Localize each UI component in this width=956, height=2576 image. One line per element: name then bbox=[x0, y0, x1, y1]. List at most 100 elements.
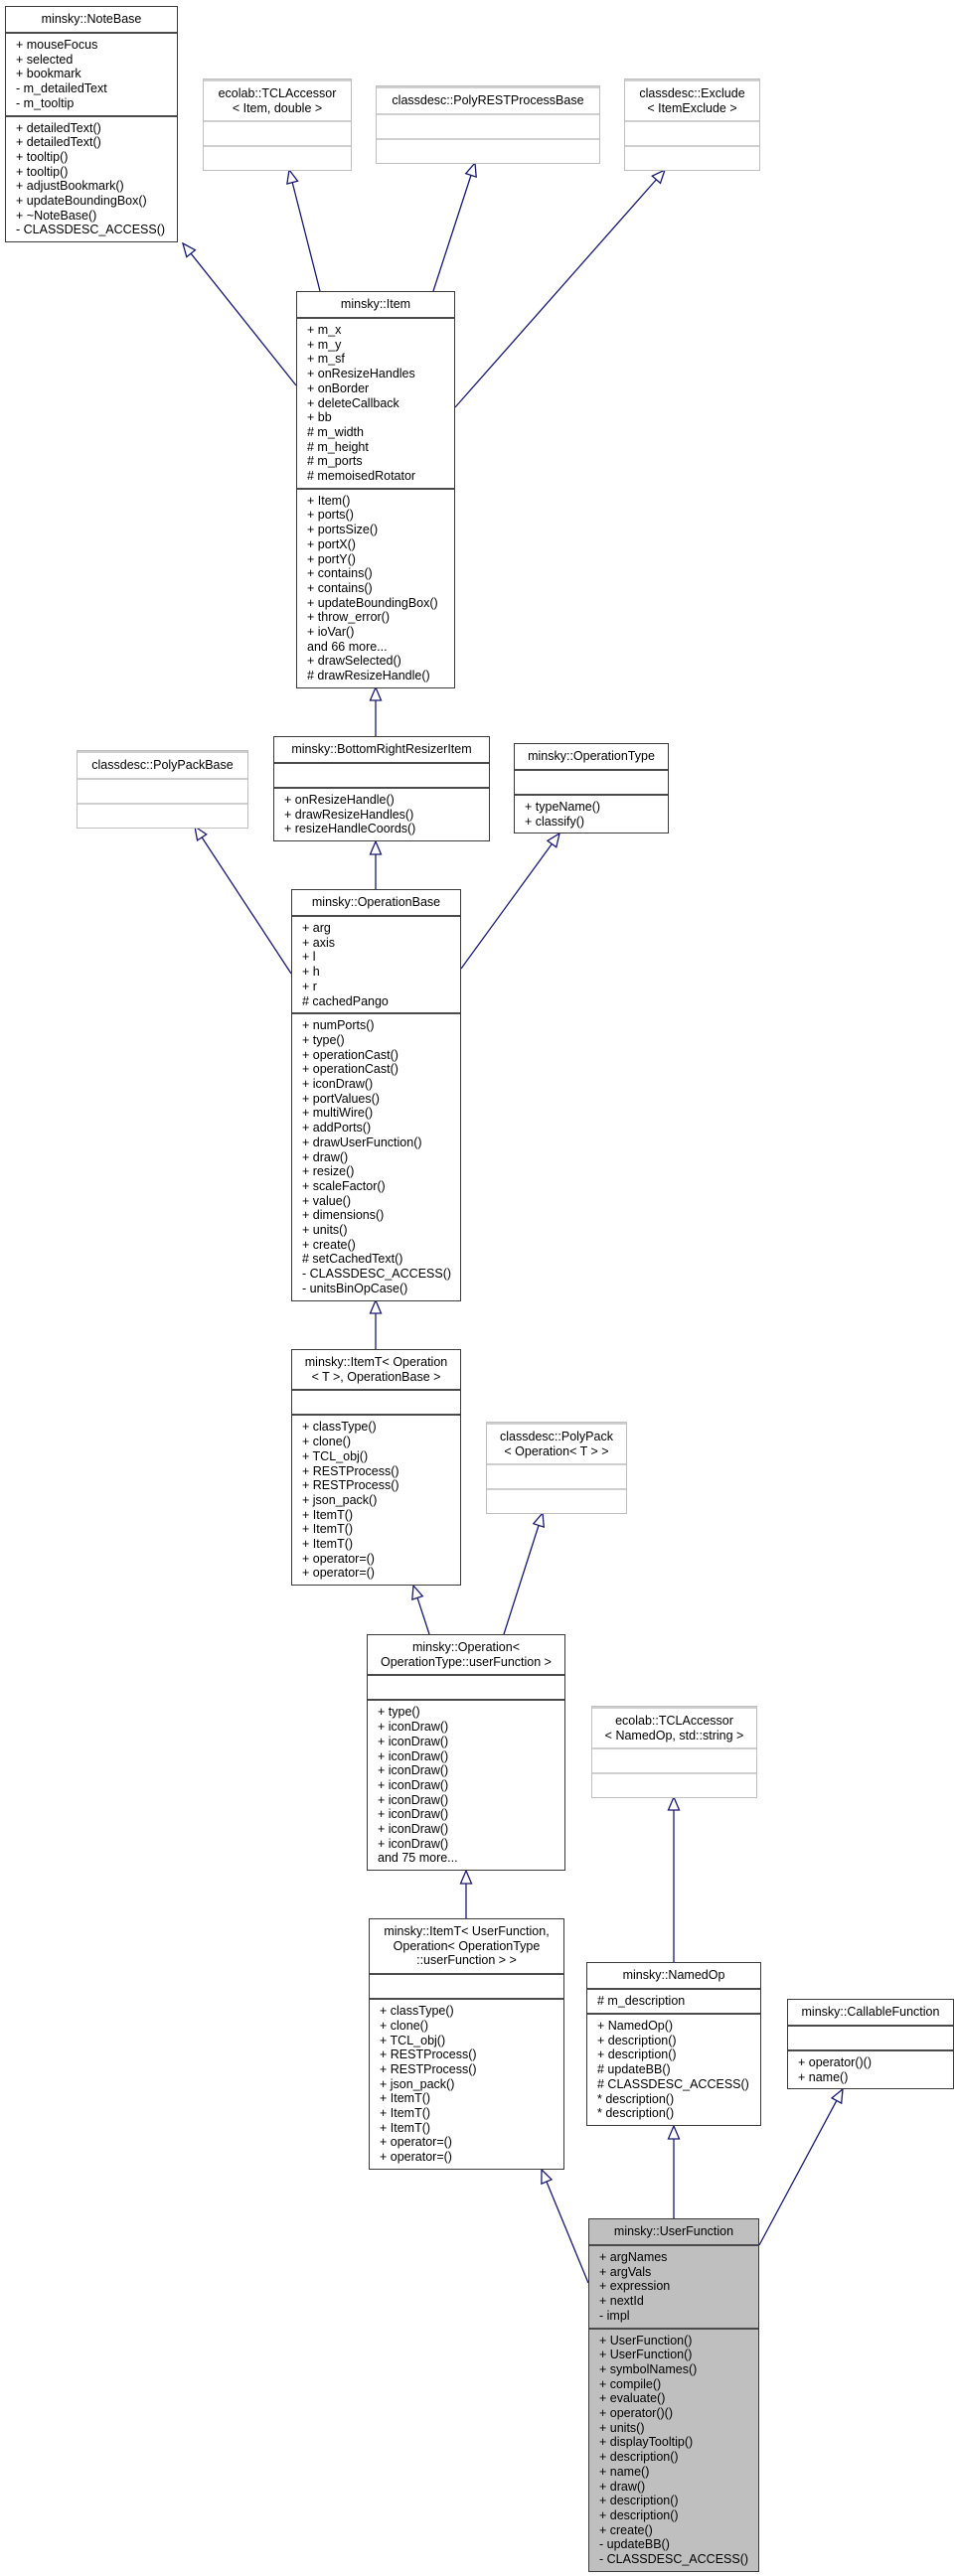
method-item[interactable]: + operator=() bbox=[380, 2135, 452, 2150]
method-item[interactable]: + classType() bbox=[380, 2004, 454, 2019]
attribute-item[interactable]: + m_y bbox=[307, 337, 342, 352]
method-item[interactable]: + Item() bbox=[307, 493, 351, 508]
method-item[interactable]: + type() bbox=[302, 1032, 345, 1047]
method-item[interactable]: - CLASSDESC_ACCESS() bbox=[599, 2552, 749, 2567]
class-box[interactable]: minsky::ItemT< UserFunction,Operation< O… bbox=[369, 1918, 564, 2170]
method-item[interactable]: + units() bbox=[599, 2420, 645, 2435]
method-item[interactable]: + units() bbox=[302, 1223, 348, 1238]
attribute-item[interactable]: + bookmark bbox=[16, 67, 81, 81]
method-item[interactable]: + iconDraw() bbox=[378, 1822, 449, 1837]
method-item[interactable]: # drawResizeHandle() bbox=[307, 669, 430, 683]
method-item[interactable]: + json_pack() bbox=[380, 2076, 455, 2091]
method-item[interactable]: + UserFunction() bbox=[599, 2333, 693, 2348]
method-item[interactable]: + draw() bbox=[599, 2479, 646, 2494]
method-item[interactable]: + ItemT() bbox=[302, 1537, 354, 1552]
class-box[interactable]: minsky::Item+ m_x+ m_y+ m_sf+ onResizeHa… bbox=[296, 291, 455, 688]
method-item[interactable]: + iconDraw() bbox=[378, 1792, 449, 1807]
method-item[interactable]: + updateBoundingBox() bbox=[16, 194, 147, 209]
attribute-item[interactable]: + mouseFocus bbox=[16, 38, 98, 52]
method-item[interactable]: + description() bbox=[599, 2494, 679, 2508]
method-item[interactable]: + ItemT() bbox=[380, 2091, 431, 2106]
method-item[interactable]: # CLASSDESC_ACCESS() bbox=[597, 2076, 749, 2091]
method-item[interactable]: + operator()() bbox=[798, 2055, 872, 2069]
method-item[interactable]: + updateBoundingBox() bbox=[307, 595, 438, 610]
method-item[interactable]: - CLASSDESC_ACCESS() bbox=[302, 1267, 452, 1282]
attribute-item[interactable]: # memoisedRotator bbox=[307, 469, 416, 484]
attribute-item[interactable]: - impl bbox=[599, 2308, 630, 2323]
method-item[interactable]: + classify() bbox=[525, 814, 585, 829]
method-item[interactable]: + clone() bbox=[302, 1435, 351, 1449]
attribute-item[interactable]: # m_ports bbox=[307, 454, 363, 469]
class-box[interactable]: minsky::NamedOp# m_description+ NamedOp(… bbox=[586, 1962, 761, 2126]
class-box[interactable]: classdesc::Exclude< ItemExclude > bbox=[624, 78, 760, 172]
method-item[interactable]: + contains() bbox=[307, 566, 373, 581]
method-item[interactable]: + description() bbox=[599, 2507, 679, 2522]
method-item[interactable]: + RESTProcess() bbox=[302, 1463, 399, 1478]
method-item[interactable]: + iconDraw() bbox=[302, 1077, 374, 1092]
method-item[interactable]: + iconDraw() bbox=[378, 1763, 449, 1778]
attribute-item[interactable]: + axis bbox=[302, 935, 336, 950]
attribute-item[interactable]: + expression bbox=[599, 2279, 671, 2294]
method-item[interactable]: + detailedText() bbox=[16, 120, 101, 135]
attribute-item[interactable]: + onResizeHandles bbox=[307, 367, 415, 381]
class-box[interactable]: minsky::CallableFunction+ operator()()+ … bbox=[787, 1999, 954, 2090]
method-item[interactable]: + TCL_obj() bbox=[380, 2033, 446, 2047]
class-box[interactable]: minsky::OperationType+ typeName()+ class… bbox=[514, 743, 669, 834]
method-item[interactable]: + iconDraw() bbox=[378, 1836, 449, 1851]
attribute-item[interactable]: + selected bbox=[16, 52, 74, 67]
method-item[interactable]: + operator=() bbox=[380, 2150, 452, 2165]
method-item[interactable]: + operationCast() bbox=[302, 1047, 398, 1062]
method-item[interactable]: + drawResizeHandles() bbox=[284, 807, 414, 822]
method-item[interactable]: + portValues() bbox=[302, 1091, 380, 1106]
attribute-item[interactable]: + l bbox=[302, 950, 316, 965]
method-item[interactable]: + portsSize() bbox=[307, 523, 379, 537]
method-item[interactable]: + throw_error() bbox=[307, 610, 391, 625]
method-item[interactable]: # updateBB() bbox=[597, 2062, 671, 2077]
attribute-item[interactable]: + r bbox=[302, 979, 317, 993]
method-item[interactable]: + description() bbox=[599, 2450, 679, 2465]
method-item[interactable]: + compile() bbox=[599, 2376, 662, 2391]
method-item[interactable]: + clone() bbox=[380, 2018, 428, 2033]
attribute-item[interactable]: + m_x bbox=[307, 323, 342, 337]
attribute-item[interactable]: # m_description bbox=[597, 1994, 686, 2008]
attribute-item[interactable]: + m_sf bbox=[307, 352, 345, 367]
method-item[interactable]: + operator=() bbox=[302, 1551, 375, 1566]
method-item[interactable]: + ports() bbox=[307, 508, 354, 523]
method-item[interactable]: - CLASSDESC_ACCESS() bbox=[16, 223, 166, 237]
attribute-item[interactable]: + argNames bbox=[599, 2250, 668, 2264]
method-item[interactable]: + adjustBookmark() bbox=[16, 179, 124, 194]
method-item[interactable]: # setCachedText() bbox=[302, 1252, 403, 1267]
method-item[interactable]: + ioVar() bbox=[307, 625, 355, 640]
method-item[interactable]: + name() bbox=[599, 2464, 650, 2479]
attribute-item[interactable]: - m_detailedText bbox=[16, 81, 107, 96]
method-item[interactable]: + numPorts() bbox=[302, 1018, 375, 1033]
attribute-item[interactable]: # cachedPango bbox=[302, 993, 389, 1008]
class-box[interactable]: minsky::OperationBase+ arg+ axis+ l+ h+ … bbox=[291, 889, 461, 1301]
method-item[interactable]: + drawSelected() bbox=[307, 654, 401, 669]
class-box[interactable]: minsky::NoteBase+ mouseFocus+ selected+ … bbox=[5, 6, 178, 243]
method-item[interactable]: + NamedOp() bbox=[597, 2019, 674, 2033]
method-item[interactable]: + portY() bbox=[307, 551, 356, 566]
method-item[interactable]: + displayTooltip() bbox=[599, 2435, 694, 2450]
attribute-item[interactable]: + arg bbox=[302, 921, 331, 935]
method-item[interactable]: + resizeHandleCoords() bbox=[284, 822, 416, 836]
attribute-item[interactable]: # m_height bbox=[307, 439, 369, 454]
class-box[interactable]: ecolab::TCLAccessor< Item, double > bbox=[203, 78, 352, 172]
method-item[interactable]: + RESTProcess() bbox=[302, 1478, 399, 1493]
method-item[interactable]: + ItemT() bbox=[380, 2120, 431, 2135]
method-item[interactable]: - unitsBinOpCase() bbox=[302, 1281, 408, 1295]
method-item[interactable]: + symbolNames() bbox=[599, 2361, 698, 2376]
attribute-item[interactable]: + deleteCallback bbox=[307, 395, 399, 410]
method-item[interactable]: + json_pack() bbox=[302, 1492, 378, 1507]
method-item[interactable]: + iconDraw() bbox=[378, 1734, 449, 1748]
method-item[interactable]: + ~NoteBase() bbox=[16, 208, 97, 223]
method-item[interactable]: * description() bbox=[597, 2106, 675, 2121]
method-item[interactable]: + resize() bbox=[302, 1164, 355, 1179]
method-item[interactable]: + iconDraw() bbox=[378, 1748, 449, 1763]
method-item[interactable]: + portX() bbox=[307, 536, 356, 551]
method-item[interactable]: + contains() bbox=[307, 580, 373, 595]
class-box[interactable]: minsky::BottomRightResizerItem+ onResize… bbox=[273, 736, 490, 842]
method-item[interactable]: + detailedText() bbox=[16, 135, 101, 150]
class-box[interactable]: classdesc::PolyPackBase bbox=[77, 750, 248, 829]
method-item[interactable]: + ItemT() bbox=[302, 1522, 354, 1537]
